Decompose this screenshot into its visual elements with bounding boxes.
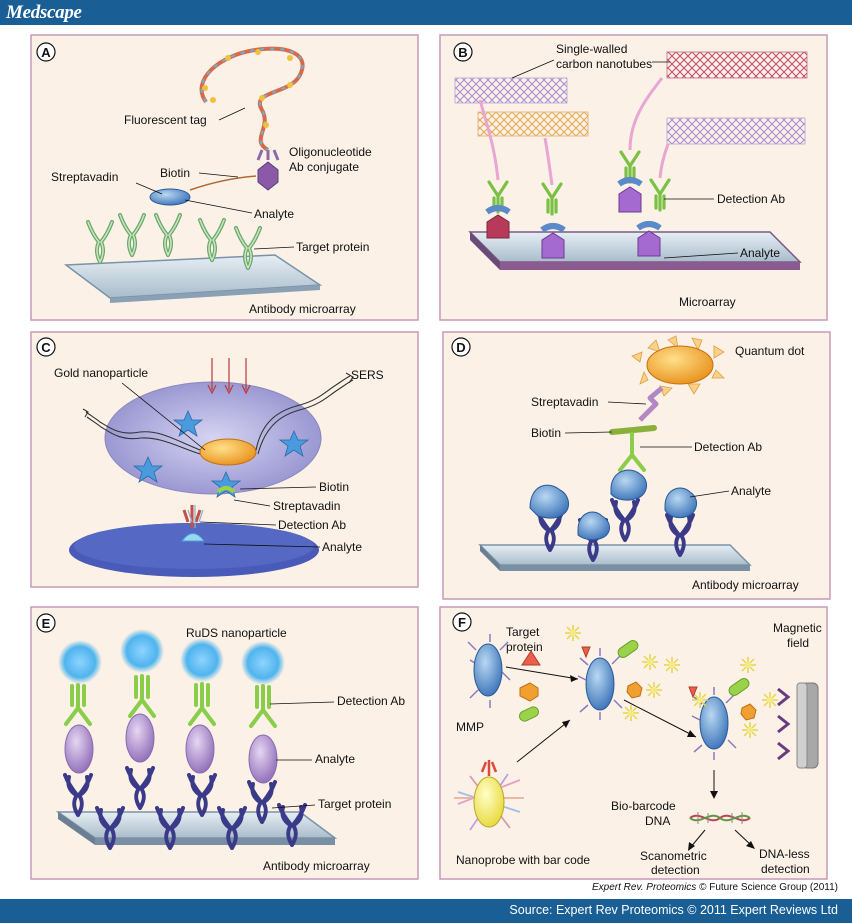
label-streptavadin-c: Streptavadin: [273, 499, 340, 513]
label-oligonucleotide: Oligonucleotide: [289, 145, 372, 159]
panel-letter-d: D: [456, 340, 465, 355]
label-sers: SERS: [351, 368, 384, 382]
source-text: Source: Expert Rev Proteomics © 2011 Exp…: [509, 903, 838, 917]
label-biotin-d: Biotin: [531, 426, 561, 440]
label-mmp: MMP: [456, 720, 484, 734]
top-bar: Medscape: [0, 0, 852, 25]
label-dna: DNA: [645, 814, 670, 828]
label-bio-barcode: Bio-barcode: [611, 799, 676, 813]
label-biotin-c: Biotin: [319, 480, 349, 494]
label-analyte-b: Analyte: [740, 246, 780, 260]
label-quantum-dot: Quantum dot: [735, 344, 805, 358]
label-detection-ab-c: Detection Ab: [278, 518, 346, 532]
label-fluorescent-tag: Fluorescent tag: [124, 113, 207, 127]
panel-letter-e: E: [42, 616, 51, 631]
panel-letter-c: C: [41, 340, 51, 355]
panel-b: B Single-walled carbon nanotubes Detecti…: [439, 34, 828, 321]
bottom-bar: Source: Expert Rev Proteomics © 2011 Exp…: [0, 899, 852, 923]
label-carbon-nanotubes: carbon nanotubes: [556, 57, 652, 71]
label-dna-less: DNA-less: [759, 847, 810, 861]
label-target-protein-e: Target protein: [318, 797, 391, 811]
panel-letter-f: F: [458, 615, 466, 630]
label-microarray: Microarray: [679, 295, 736, 309]
label-scanometric: Scanometric: [640, 849, 707, 863]
label-gold-nanoparticle: Gold nanoparticle: [54, 366, 148, 380]
label-nanoprobe: Nanoprobe with bar code: [456, 853, 590, 867]
label-ruds-nanoparticle: RuDS nanoparticle: [186, 626, 287, 640]
label-protein: protein: [506, 640, 543, 654]
label-scanometric-detection: detection: [651, 863, 700, 877]
panel-e: E RuDS nanoparticle Detection Ab Analyte: [30, 606, 419, 880]
label-biotin: Biotin: [160, 166, 190, 180]
panel-a: A Fluorescent tag Oligonucleotide Ab con…: [30, 34, 419, 321]
panel-letter-b: B: [458, 45, 467, 60]
label-detection-ab-b: Detection Ab: [717, 192, 785, 206]
label-detection-ab-e: Detection Ab: [337, 694, 405, 708]
label-ab-conjugate: Ab conjugate: [289, 160, 359, 174]
figure: A Fluorescent tag Oligonucleotide Ab con…: [30, 34, 831, 880]
panel-letter-a: A: [41, 45, 51, 60]
figure-credit: Expert Rev. Proteomics © Future Science …: [592, 882, 838, 893]
label-antibody-microarray-d: Antibody microarray: [692, 578, 799, 592]
medscape-logo[interactable]: Medscape: [6, 2, 82, 23]
label-single-walled: Single-walled: [556, 42, 627, 56]
label-streptavadin: Streptavadin: [51, 170, 118, 184]
credit-journal: Expert Rev. Proteomics: [592, 882, 697, 893]
label-dna-less-detection: detection: [761, 862, 810, 876]
label-antibody-microarray-a: Antibody microarray: [249, 302, 356, 316]
panel-c: C Gold nanoparticle SERS Biotin Streptav…: [30, 331, 419, 588]
label-target-protein: Target protein: [296, 240, 369, 254]
label-target: Target: [506, 625, 540, 639]
panel-f: F: [439, 606, 828, 880]
label-magnetic: Magnetic: [773, 621, 822, 635]
label-analyte: Analyte: [254, 207, 294, 221]
label-antibody-microarray-e: Antibody microarray: [263, 859, 370, 873]
label-analyte-c: Analyte: [322, 540, 362, 554]
label-analyte-d: Analyte: [731, 484, 771, 498]
panel-d: D Quantum dot Streptavadin Biotin Detect…: [442, 331, 831, 600]
credit-rest: © Future Science Group (2011): [696, 882, 838, 893]
label-analyte-e: Analyte: [315, 752, 355, 766]
label-detection-ab-d: Detection Ab: [694, 440, 762, 454]
label-field: field: [787, 636, 809, 650]
label-streptavadin-d: Streptavadin: [531, 395, 598, 409]
